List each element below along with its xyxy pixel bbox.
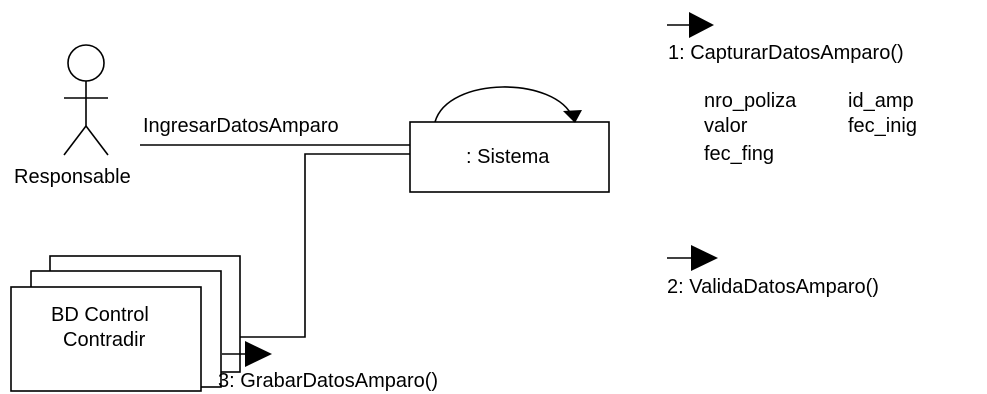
message-1-label: 1: CapturarDatosAmparo(): [668, 42, 904, 64]
actor-head: [67, 44, 105, 82]
actor-system-link-label: IngresarDatosAmparo: [143, 115, 339, 137]
message-1-param-fec-inig: fec_inig: [848, 115, 917, 137]
message-3-label: 3: GrabarDatosAmparo(): [218, 370, 438, 392]
message-1-param-id-amp: id_amp: [848, 90, 914, 112]
system-object-label: : Sistema: [466, 146, 550, 168]
database-multiobject: BD Control Contradir: [10, 255, 241, 392]
actor-responsable: Responsable: [14, 44, 131, 188]
message-2-arrowhead: [691, 245, 718, 271]
actor-right-leg: [85, 125, 109, 156]
self-loop-arrowhead: [563, 110, 582, 123]
message-2-label: 2: ValidaDatosAmparo(): [667, 276, 879, 298]
message-1-param-valor: valor: [704, 115, 748, 137]
system-object: [409, 121, 610, 193]
message-1-param-fec-fing: fec_fing: [704, 143, 774, 165]
database-front-frame: [10, 286, 202, 392]
database-label-line2: Contradir: [63, 329, 146, 351]
database-label-line1: BD Control: [51, 304, 149, 326]
system-self-loop: [434, 86, 574, 123]
message-3-arrowhead: [245, 341, 272, 367]
system-database-link: [201, 153, 410, 338]
message-1-arrowhead: [689, 12, 714, 38]
actor-left-leg: [63, 125, 87, 156]
actor-label: Responsable: [14, 166, 131, 188]
message-1-param-nro-poliza: nro_poliza: [704, 90, 797, 112]
